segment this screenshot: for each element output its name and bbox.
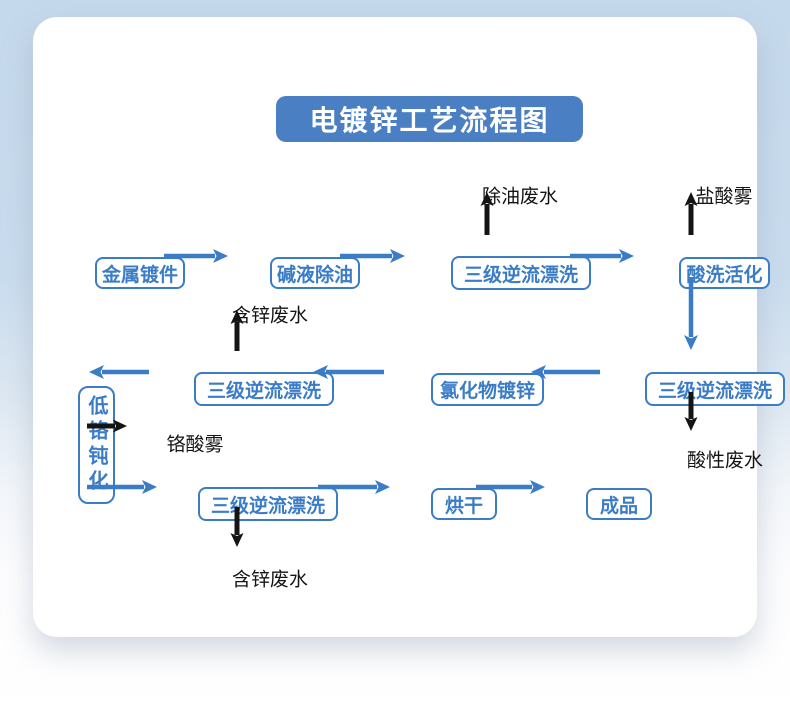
title-banner: 电镀锌工艺流程图 [276, 96, 583, 142]
label-hydrochloric-acid-mist: 盐酸雾 [695, 186, 753, 208]
node-chloride-galvanizing: 氯化物镀锌 [431, 373, 544, 406]
node-metal-part: 金属镀件 [95, 257, 185, 289]
node-rinse-4: 三级逆流漂洗 [198, 487, 338, 521]
label-chromic-acid-mist: 铬酸雾 [166, 434, 224, 456]
label-zinc-wastewater-bottom: 含锌废水 [231, 569, 309, 591]
node-low-chromium-passivation: 低铬钝化 [78, 386, 115, 504]
page-title: 电镀锌工艺流程图 [309, 105, 550, 136]
node-rinse-3: 三级逆流漂洗 [194, 372, 334, 406]
node-drying: 烘干 [431, 488, 497, 520]
node-alkaline-degreasing: 碱液除油 [270, 257, 360, 289]
node-acid-activation: 酸洗活化 [679, 257, 770, 289]
content-card: 电镀锌工艺流程图 金属镀件 碱液除油 三级逆流漂洗 酸洗活化 三级逆流漂洗 氯化… [33, 17, 785, 637]
node-rinse-1: 三级逆流漂洗 [451, 256, 591, 290]
label-acidic-wastewater: 酸性废水 [686, 450, 764, 472]
label-zinc-wastewater-top: 含锌废水 [231, 305, 309, 327]
label-degreasing-wastewater: 除油废水 [481, 186, 559, 208]
node-rinse-2: 三级逆流漂洗 [645, 372, 785, 406]
node-finished-product: 成品 [586, 488, 652, 520]
